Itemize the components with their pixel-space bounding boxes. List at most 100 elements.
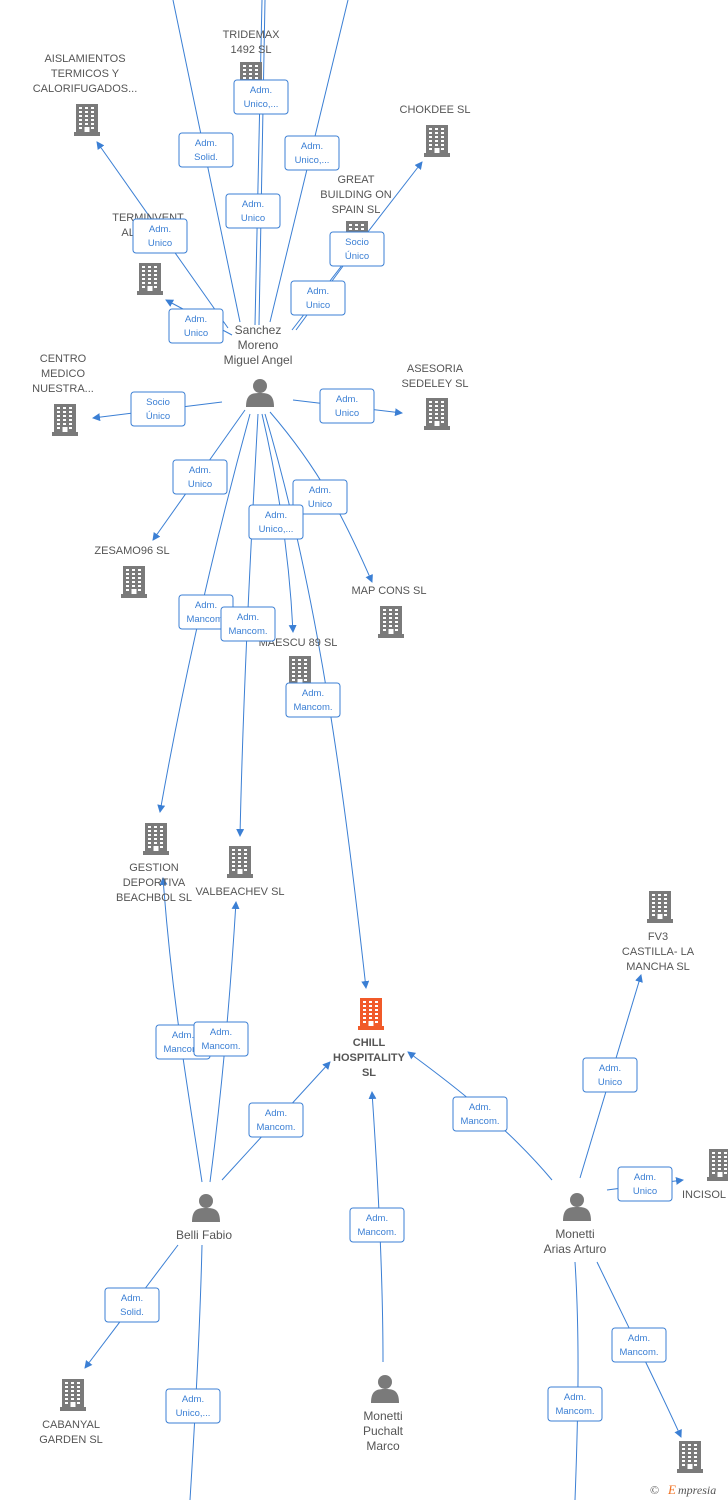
role-badge-frame (582, 1057, 638, 1093)
person-icon (371, 1375, 399, 1403)
company-node-incisol[interactable]: INCISOL (682, 1149, 728, 1201)
role-badge-frame (290, 280, 346, 316)
person-label: Moreno (238, 338, 279, 352)
person-label: Sanchez (235, 323, 282, 337)
person-label: Puchalt (363, 1424, 404, 1438)
role-badge-e_belli_down[interactable]: Adm.Unico,... (165, 1388, 221, 1424)
company-node-maescu[interactable]: MAESCU 89 SL (259, 637, 338, 688)
role-badge-text: Unico,... (176, 1408, 211, 1419)
role-badge-e_bottom_right[interactable]: Adm.Mancom. (611, 1327, 667, 1363)
company-node-chokdee[interactable]: CHOKDEE SL (400, 104, 471, 157)
role-badge-e_trid_2[interactable]: Adm. Unico (225, 193, 281, 229)
building-icon (707, 1149, 728, 1181)
role-badge-e_zesamo[interactable]: Adm.Unico (172, 459, 228, 495)
role-badge-e_mapcons[interactable]: Adm.Unico (292, 479, 348, 515)
role-badge-text: Adm. (210, 1027, 232, 1038)
role-badge-e_maescu[interactable]: Adm.Unico,... (248, 504, 304, 540)
company-label: MANCHA SL (626, 961, 690, 973)
company-node-mapcons[interactable]: MAP CONS SL (352, 585, 427, 638)
building-icon (424, 398, 450, 430)
role-badge-text: Adm. (242, 199, 264, 210)
person-node-belli[interactable]: Belli Fabio (176, 1194, 232, 1242)
building-icon (60, 1379, 86, 1411)
company-label: CABANYAL (42, 1419, 100, 1431)
company-label: MEDICO (41, 368, 85, 380)
role-badge-frame (168, 308, 224, 344)
role-badge-e_incisol[interactable]: Adm.Unico (617, 1166, 673, 1202)
role-badge-frame (284, 135, 340, 171)
role-badge-text: Único (345, 251, 369, 262)
role-badge-text: Adm. (172, 1030, 194, 1041)
role-badge-text: Mancom. (256, 1122, 295, 1133)
company-node-centro_medico[interactable]: CENTROMEDICONUESTRA... (32, 353, 94, 436)
company-label: MAESCU 89 SL (259, 637, 338, 649)
role-badge-e_trid_1[interactable]: Adm.Unico,... (233, 79, 289, 115)
building-icon (647, 891, 673, 923)
role-badge-text: Adm. (564, 1392, 586, 1403)
role-badge-e_fv3[interactable]: Adm.Unico (582, 1057, 638, 1093)
role-badge-text: Mancom. (293, 702, 332, 713)
role-badge-frame (178, 132, 234, 168)
brand-copyright: © (650, 1483, 659, 1497)
brand-watermark: © E mpresia (650, 1482, 716, 1497)
role-badge-e_up_right[interactable]: Adm.Unico,... (284, 135, 340, 171)
brand-initial: E (667, 1482, 676, 1497)
role-badge-text: Adm. (149, 224, 171, 235)
role-badge-e_chill_b[interactable]: Adm.Mancom. (248, 1102, 304, 1138)
role-badge-text: Unico (241, 213, 265, 224)
role-badge-text: Mancom. (186, 614, 225, 625)
role-badge-text: Único (146, 411, 170, 422)
role-badge-e_asesoria[interactable]: Adm.Unico (319, 388, 375, 424)
role-badge-frame (220, 606, 276, 642)
role-badge-e_termin2[interactable]: Adm.Unico (168, 308, 224, 344)
role-badge-frame (132, 218, 188, 254)
role-badge-e_chill_mp[interactable]: Adm.Mancom. (349, 1207, 405, 1243)
role-badge-e_aisl[interactable]: Adm.Solid. (178, 132, 234, 168)
company-label: SPAIN SL (332, 204, 381, 216)
role-badge-e_valb_s[interactable]: Adm.Mancom. (220, 606, 276, 642)
role-badge-text: Mancom. (163, 1044, 202, 1055)
role-badge-frame (130, 391, 186, 427)
company-label: AISLAMIENTOS (44, 53, 125, 65)
company-label: TRIDEMAX (223, 29, 281, 41)
role-badge-text: Mancom. (228, 626, 267, 637)
role-badge-frame (611, 1327, 667, 1363)
role-badge-e_gestion_s[interactable]: Adm.Mancom. (178, 594, 234, 630)
role-badge-text: Adm. (599, 1063, 621, 1074)
role-badge-text: Adm. (309, 485, 331, 496)
role-badge-e_ma_down[interactable]: Adm. Mancom. (547, 1386, 603, 1422)
building-icon (424, 125, 450, 157)
role-badge-text: Unico,... (259, 524, 294, 535)
company-node-valbeachev[interactable]: VALBEACHEV SL (195, 846, 285, 898)
company-node-bottom_right_company[interactable] (677, 1441, 703, 1473)
role-badge-text: Mancom. (555, 1406, 594, 1417)
role-badge-e_chill_s[interactable]: Adm. Mancom. (285, 682, 341, 718)
role-badge-e_termin[interactable]: Adm.Unico (132, 218, 188, 254)
role-badge-e_great[interactable]: Adm.Unico (290, 280, 346, 316)
role-badge-text: Unico (335, 408, 359, 419)
company-label: ZESAMO96 SL (94, 545, 169, 557)
company-label: CHILL (353, 1037, 386, 1049)
edge-e_ma_down (574, 1261, 579, 1500)
company-node-zesamo[interactable]: ZESAMO96 SL (94, 545, 170, 598)
role-badge-e_cabanyal[interactable]: Adm.Solid. (104, 1287, 160, 1323)
role-badge-frame (248, 1102, 304, 1138)
company-label: CENTRO (40, 353, 87, 365)
role-badge-text: Adm. (302, 688, 324, 699)
role-badge-e_valb_b[interactable]: Adm.Mancom. (193, 1021, 249, 1057)
role-badge-text: Adm. (189, 465, 211, 476)
role-badge-e_chill_ma[interactable]: Adm.Mancom. (452, 1096, 508, 1132)
role-badge-text: Mancom. (357, 1227, 396, 1238)
role-badge-frame (104, 1287, 160, 1323)
